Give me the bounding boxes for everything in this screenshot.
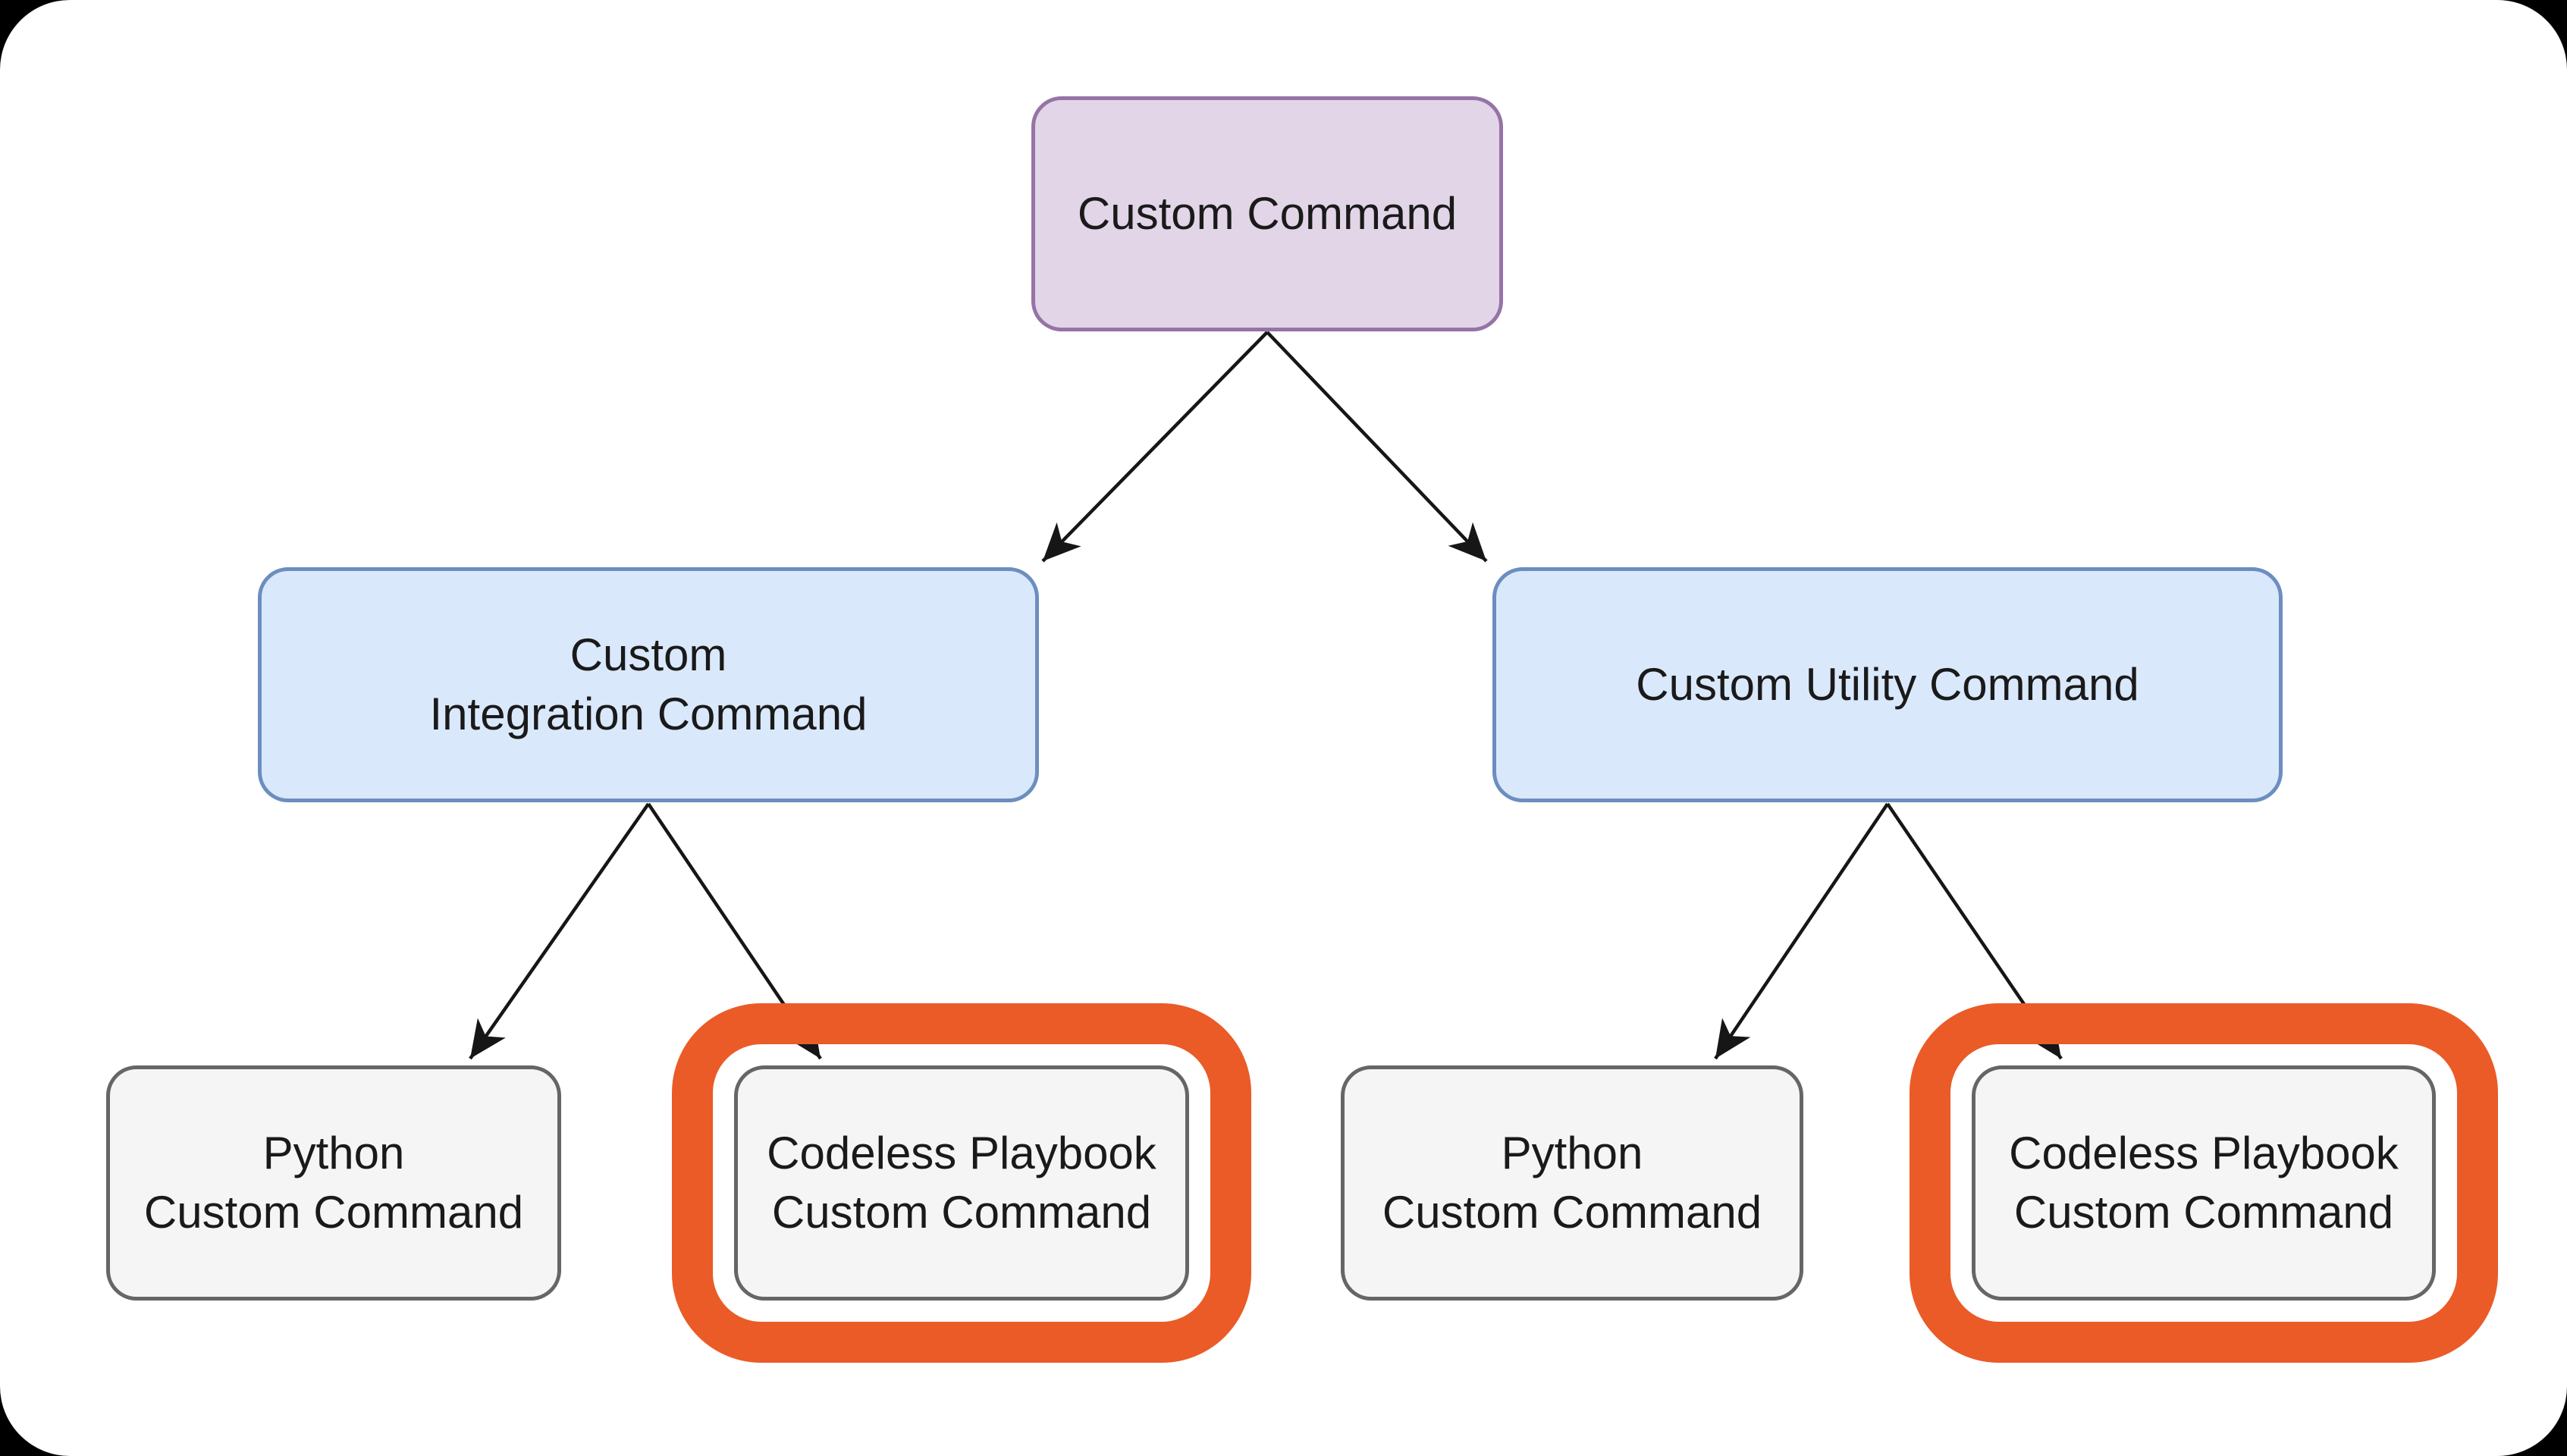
node-label-line: Custom Command <box>771 1187 1152 1238</box>
node-codeless-playbook-custom-command-right: Codeless Playbook Custom Command <box>1972 1065 2436 1301</box>
highlight-ring-codeless-integration <box>672 1003 1251 1363</box>
node-label-line: Python <box>262 1128 405 1178</box>
highlight-ring-codeless-utility <box>1910 1003 2498 1363</box>
node-label-line: Custom Command <box>143 1187 524 1238</box>
node-custom-utility-command: Custom Utility Command <box>1492 567 2283 802</box>
node-label-line: Codeless Playbook <box>767 1128 1156 1178</box>
node-label-line: Custom Command <box>1382 1187 1762 1238</box>
node-label-line: Custom Command <box>1077 188 1458 239</box>
node-custom-integration-command: Custom Integration Command <box>258 567 1039 802</box>
node-label-line: Custom Command <box>2013 1187 2394 1238</box>
node-python-custom-command-left: Python Custom Command <box>106 1065 561 1301</box>
node-codeless-playbook-custom-command-left: Codeless Playbook Custom Command <box>734 1065 1189 1301</box>
node-custom-command: Custom Command <box>1031 96 1503 331</box>
node-label-line: Custom <box>570 629 727 680</box>
node-python-custom-command-right: Python Custom Command <box>1341 1065 1803 1301</box>
node-label-line: Integration Command <box>429 689 868 739</box>
node-label-line: Custom Utility Command <box>1636 659 2139 710</box>
node-label-line: Python <box>1501 1128 1643 1178</box>
node-label-line: Codeless Playbook <box>2009 1128 2399 1178</box>
